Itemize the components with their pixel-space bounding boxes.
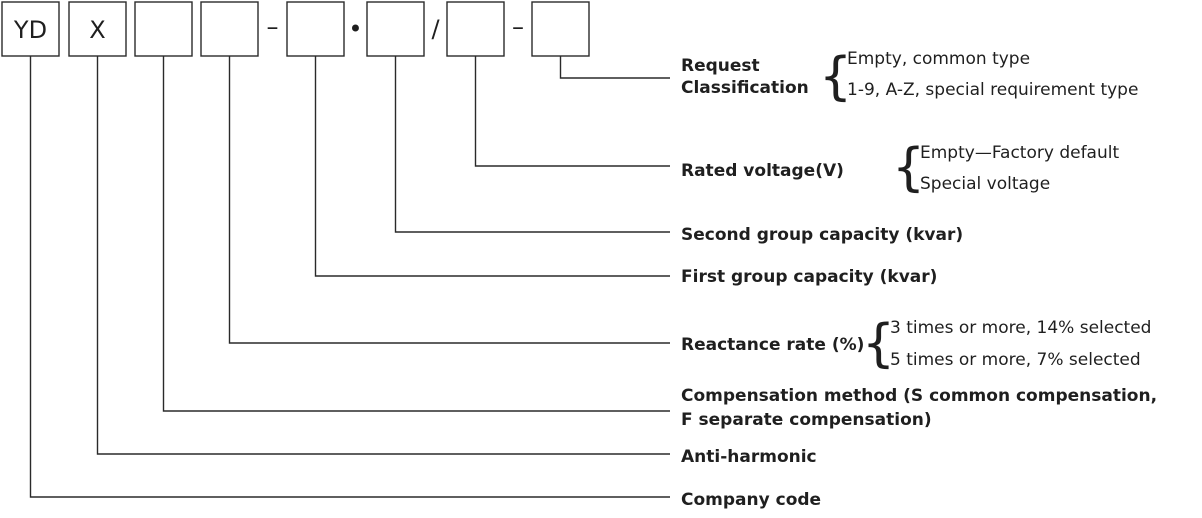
option-rated-voltage-1: Empty—Factory default [920,143,1119,163]
connector-rated-voltage [474,56,670,167]
connector-company-code [29,56,670,498]
connector-anti-harmonic [96,56,670,455]
option-request-classification-2: 1-9, A-Z, special requirement type [847,80,1138,100]
code-box-company [1,1,60,57]
label-second-group-capacity: Second group capacity (kvar) [681,225,963,245]
label-compensation-method-line1: Compensation method (S common compensati… [681,386,1157,406]
separators: – • / – [267,13,525,43]
label-rated-voltage: Rated voltage(V) [681,161,844,181]
separator-dot: • [348,15,362,43]
connector-reactance-rate [228,56,670,344]
braces: { { { [819,47,925,374]
brace-request-classification: { [819,47,852,107]
connector-second-group-capacity [394,56,670,233]
brace-reactance-rate: { [862,314,895,374]
option-reactance-rate-1: 3 times or more, 14% selected [890,318,1151,338]
connector-compensation-method [162,56,670,412]
option-request-classification-1: Empty, common type [847,49,1030,69]
connector-request-classification [559,56,670,79]
separator-dash-2: – [512,13,524,41]
label-request-classification-line2: Classification [681,78,809,98]
field-labels: Request Classification Rated voltage(V) … [681,56,1157,510]
label-compensation-method-line2: F separate compensation) [681,410,932,430]
option-rated-voltage-2: Special voltage [920,174,1050,194]
connector-first-group-capacity [314,56,670,277]
label-company-code: Company code [681,490,821,510]
code-box-compensation-method [134,1,193,57]
brace-rated-voltage: { [892,138,925,198]
code-box-second-group-capacity [366,1,425,57]
code-box-text-anti-harmonic: X [89,16,105,44]
label-first-group-capacity: First group capacity (kvar) [681,267,937,287]
code-boxes: YD X [1,1,590,57]
separator-slash: / [431,15,440,43]
code-box-text-company: YD [13,16,47,44]
code-box-rated-voltage [446,1,505,57]
label-request-classification-line1: Request [681,56,760,76]
option-texts: Empty, common type 1-9, A-Z, special req… [847,49,1151,370]
code-box-first-group-capacity [286,1,345,57]
code-box-reactance-rate [200,1,259,57]
option-reactance-rate-2: 5 times or more, 7% selected [890,350,1141,370]
connector-lines [29,56,670,498]
label-reactance-rate: Reactance rate (%) [681,335,864,355]
separator-dash-1: – [267,13,279,41]
code-box-anti-harmonic [68,1,127,57]
code-box-request-classification [531,1,590,57]
label-anti-harmonic: Anti-harmonic [681,447,817,467]
